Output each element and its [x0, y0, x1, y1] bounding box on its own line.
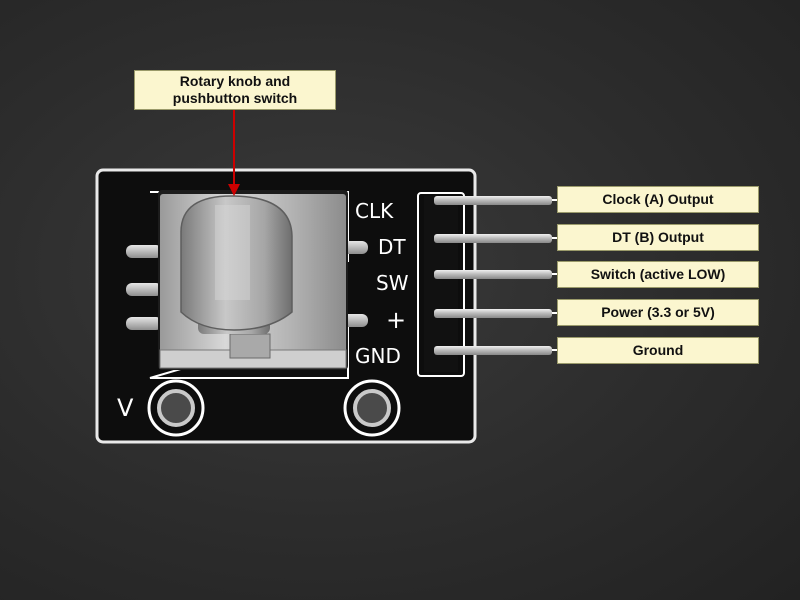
pin-sw [434, 270, 552, 279]
knob-shaft [180, 195, 293, 334]
knob-arrow [228, 110, 240, 196]
callout-dt-output: DT (B) Output [557, 224, 759, 251]
pin-dt [434, 234, 552, 243]
callout-power: Power (3.3 or 5V) [557, 299, 759, 326]
mount-hole-left [147, 379, 205, 437]
pin-vcc [434, 309, 552, 318]
callout-knob-line-2: pushbutton switch [172, 90, 298, 106]
silk-label-gnd: GND [355, 344, 401, 368]
silk-corner-mark: V [117, 394, 134, 422]
callout-ground: Ground [557, 337, 759, 364]
callout-clock-output: Clock (A) Output [557, 186, 759, 213]
callout-knob-line-1: Rotary knob and [179, 73, 291, 89]
pin-clk [434, 196, 552, 205]
silk-label-dt: DT [378, 235, 406, 259]
silk-label-vcc: + [386, 306, 407, 334]
mount-hole-right [343, 379, 401, 437]
silk-label-clk: CLK [355, 199, 394, 223]
callout-switch: Switch (active LOW) [557, 261, 759, 288]
pin-gnd [434, 346, 552, 355]
silk-label-sw: SW [376, 271, 409, 295]
callout-knob: Rotary knob and pushbutton switch [134, 70, 336, 110]
pin-header [424, 196, 552, 372]
